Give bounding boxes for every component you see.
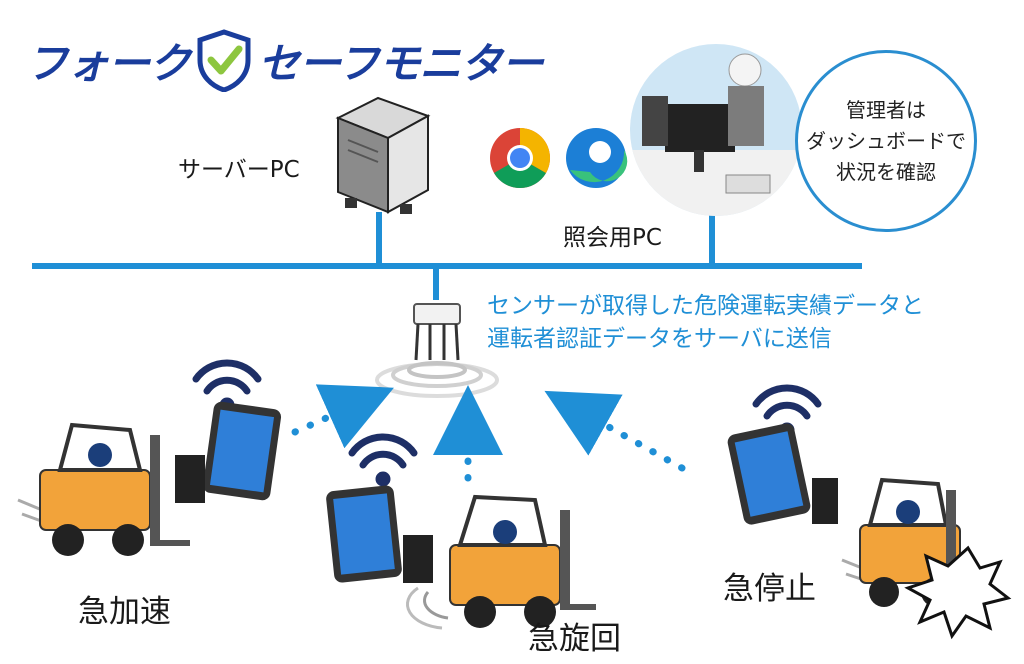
app-logo: フォーク セーフモニター xyxy=(26,28,544,92)
callout-line: 管理者は xyxy=(846,97,926,122)
edge-icon xyxy=(566,128,628,188)
event-turn-label: 急旋回 xyxy=(528,621,621,657)
logo-text-safe-monitor: セーフモニター xyxy=(258,38,543,88)
server-pc-icon xyxy=(335,96,431,214)
impact-burst xyxy=(904,545,1012,640)
callout-line: ダッシュボードで xyxy=(806,128,966,153)
sensor-box xyxy=(812,478,838,524)
shield-check-icon xyxy=(197,29,251,92)
forklift-accelerating xyxy=(17,422,190,556)
forklift-turning xyxy=(405,494,596,630)
network-line xyxy=(32,200,862,300)
wifi-icon xyxy=(192,359,262,413)
chrome-icon xyxy=(490,127,551,189)
logo-text-fork: フォーク xyxy=(26,38,191,88)
viewer-pc-label: 照会用PC xyxy=(563,225,662,251)
sensor-caption-line: センサーが取得した危険運転実績データと xyxy=(487,293,924,319)
manager-desk-illustration xyxy=(630,44,802,216)
wifi-icon xyxy=(348,433,418,487)
tablet-icon xyxy=(326,485,402,583)
sensor-caption: センサーが取得した危険運転実績データと 運転者認証データをサーバに送信 xyxy=(487,290,924,356)
event-accel-label: 急加速 xyxy=(78,594,171,630)
sensor-box xyxy=(403,535,433,583)
arrow-left xyxy=(291,384,394,449)
access-point-icon xyxy=(375,303,499,398)
sensor-caption-line: 運転者認証データをサーバに送信 xyxy=(487,326,832,352)
tablet-icon xyxy=(202,401,282,501)
server-pc-label: サーバーPC xyxy=(178,157,300,183)
event-stop-label: 急停止 xyxy=(723,571,816,607)
callout-line: 状況を確認 xyxy=(836,159,936,184)
manager-callout: 管理者は ダッシュボードで 状況を確認 xyxy=(795,50,977,232)
tablet-icon xyxy=(727,423,811,525)
arrow-right xyxy=(544,390,686,472)
sensor-box xyxy=(175,455,205,503)
